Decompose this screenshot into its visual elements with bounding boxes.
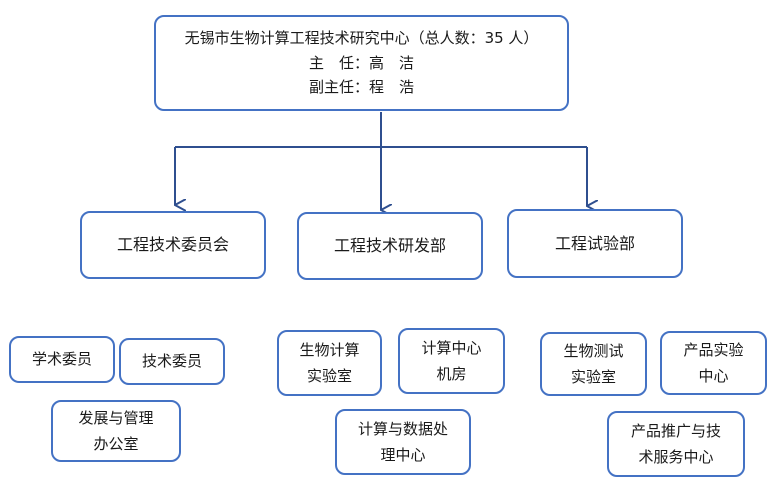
unit-computing-center-room: 计算中心 机房 xyxy=(398,328,505,394)
unit-label: 办公室 xyxy=(93,435,139,453)
dept-engineering-rnd: 工程技术研发部 xyxy=(297,212,483,280)
dept-engineering-committee: 工程技术委员会 xyxy=(80,211,266,279)
unit-promotion-service-center: 产品推广与技 术服务中心 xyxy=(607,411,745,477)
unit-label: 计算中心 xyxy=(421,338,482,357)
unit-label: 术服务中心 xyxy=(638,448,714,466)
unit-label: 产品推广与技 xyxy=(630,421,721,440)
unit-label: 机房 xyxy=(436,365,467,383)
unit-label: 中心 xyxy=(698,367,729,385)
dept-engineering-testing: 工程试验部 xyxy=(507,209,683,278)
unit-product-experiment-center: 产品实验 中心 xyxy=(660,331,767,395)
root-director: 主 任：高 洁 xyxy=(308,53,414,72)
root-title: 无锡市生物计算工程技术研究中心（总人数：35 人） xyxy=(184,28,539,47)
unit-label: 生物测试 xyxy=(563,341,624,360)
dept-label: 工程技术委员会 xyxy=(116,235,229,255)
unit-label: 产品实验 xyxy=(683,340,744,359)
unit-bio-computing-lab: 生物计算 实验室 xyxy=(277,330,382,396)
unit-label: 计算与数据处 xyxy=(357,419,448,438)
unit-label: 技术委员 xyxy=(141,352,202,371)
unit-academic-committee: 学术委员 xyxy=(9,336,115,383)
unit-label: 生物计算 xyxy=(299,340,360,359)
root-deputy-director: 副主任：程 浩 xyxy=(308,78,414,97)
unit-label: 发展与管理 xyxy=(78,408,154,427)
unit-label: 学术委员 xyxy=(31,350,92,369)
unit-bio-testing-lab: 生物测试 实验室 xyxy=(540,332,647,396)
unit-technical-committee: 技术委员 xyxy=(119,338,225,385)
root-node: 无锡市生物计算工程技术研究中心（总人数：35 人） 主 任：高 洁 副主任：程 … xyxy=(154,15,569,111)
unit-label: 理中心 xyxy=(380,446,426,464)
dept-label: 工程试验部 xyxy=(554,233,635,253)
unit-data-processing-center: 计算与数据处 理中心 xyxy=(335,409,471,475)
dept-label: 工程技术研发部 xyxy=(333,236,446,256)
unit-label: 实验室 xyxy=(570,368,616,386)
unit-label: 实验室 xyxy=(306,367,352,385)
unit-development-office: 发展与管理 办公室 xyxy=(51,400,181,462)
